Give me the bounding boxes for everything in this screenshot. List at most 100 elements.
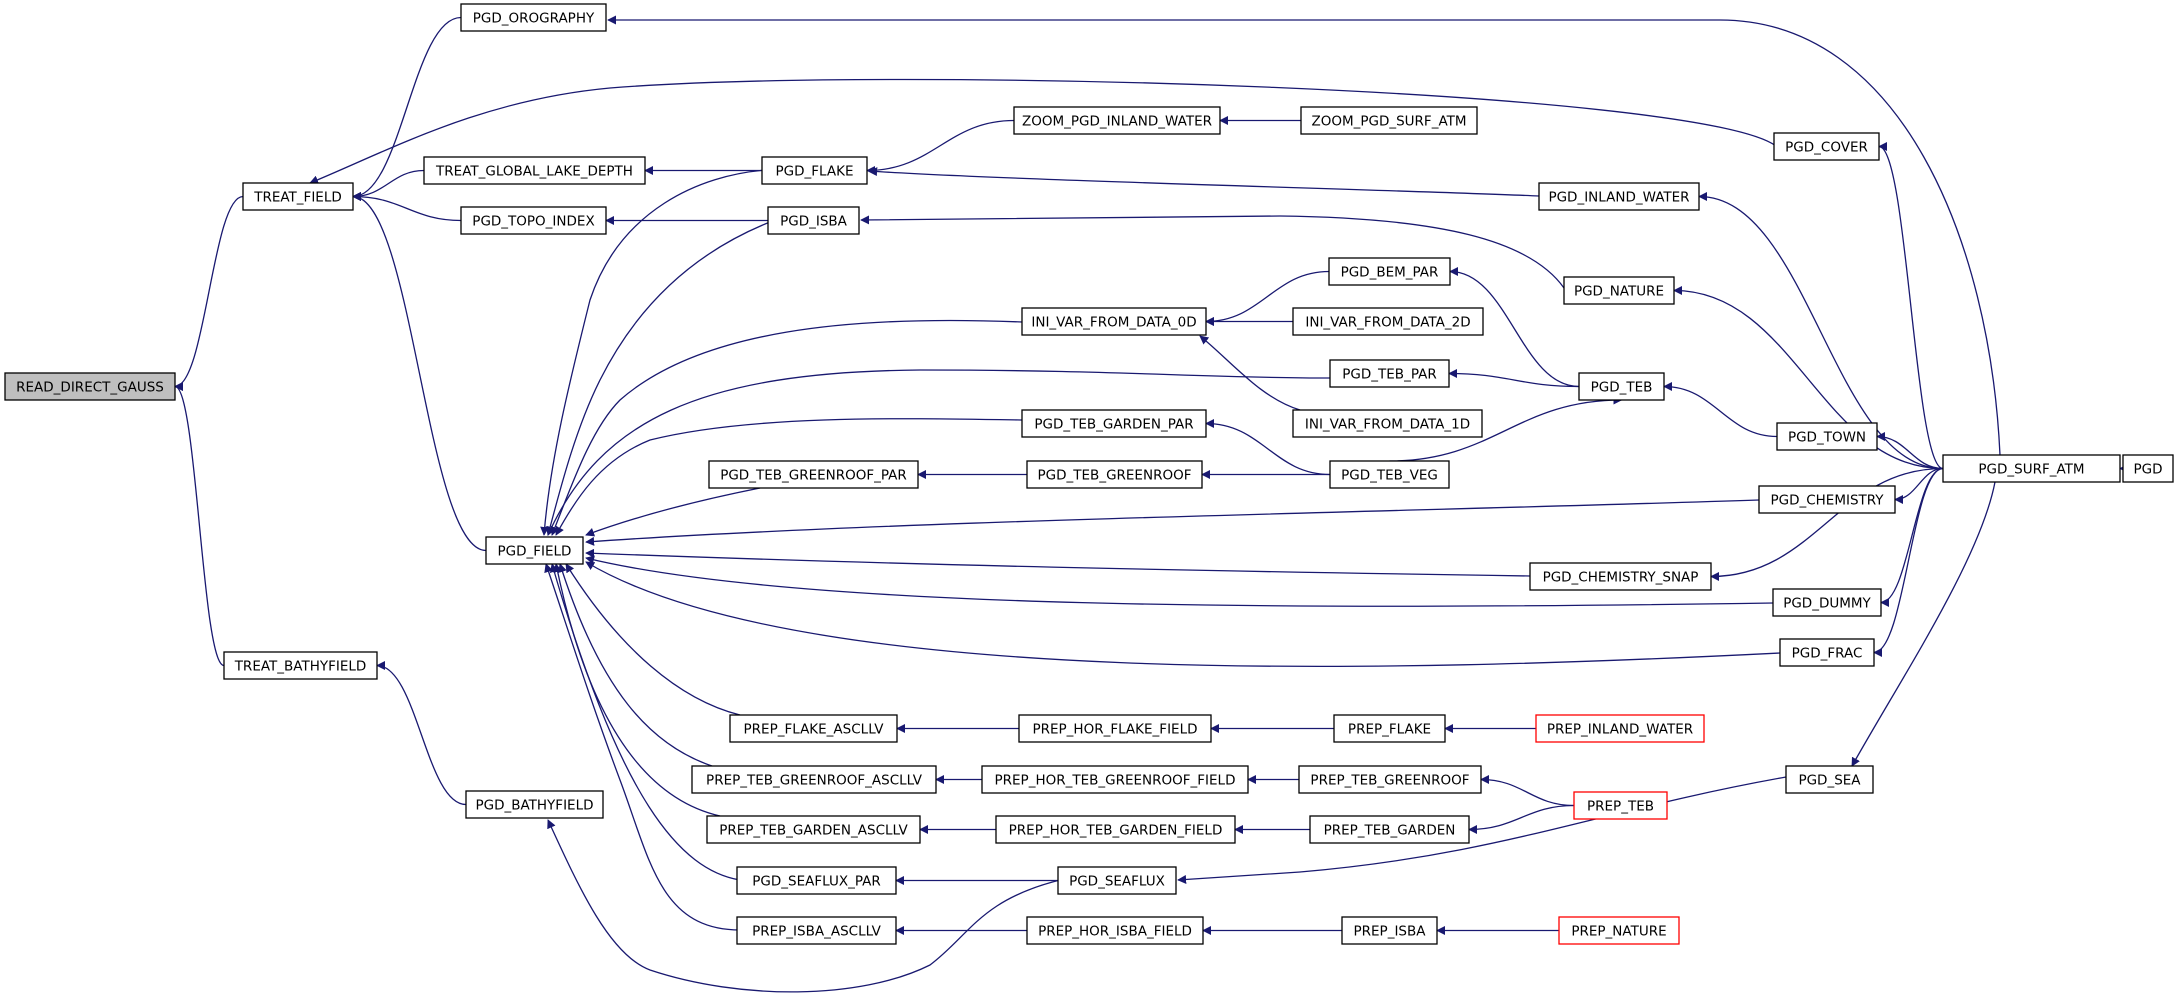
- node-box[interactable]: [1529, 562, 1712, 591]
- node-pgd-flake[interactable]: PGD_FLAKE: [761, 156, 868, 185]
- node-pgd-cover[interactable]: PGD_COVER: [1773, 132, 1880, 161]
- node-prep-flake-ascllv[interactable]: PREP_FLAKE_ASCLLV: [729, 714, 898, 743]
- node-pgd-isba[interactable]: PGD_ISBA: [767, 206, 860, 235]
- node-pgd-topo-index[interactable]: PGD_TOPO_INDEX: [460, 206, 607, 235]
- node-box[interactable]: [4, 372, 176, 401]
- node-box[interactable]: [1329, 359, 1450, 388]
- node-pgd-sea[interactable]: PGD_SEA: [1785, 765, 1874, 794]
- node-pgd-chemistry[interactable]: PGD_CHEMISTRY: [1758, 485, 1896, 514]
- node-box[interactable]: [1298, 765, 1482, 794]
- node-prep-teb-garden-ascllv[interactable]: PREP_TEB_GARDEN_ASCLLV: [706, 815, 921, 844]
- node-box[interactable]: [706, 815, 921, 844]
- node-box[interactable]: [1013, 106, 1221, 135]
- node-pgd-teb-veg[interactable]: PGD_TEB_VEG: [1329, 460, 1450, 489]
- node-pgd-bem-par[interactable]: PGD_BEM_PAR: [1328, 257, 1451, 286]
- node-pgd-teb-par[interactable]: PGD_TEB_PAR: [1329, 359, 1450, 388]
- node-box[interactable]: [708, 460, 919, 489]
- node-pgd-surf-atm[interactable]: PGD_SURF_ATM: [1942, 454, 2121, 483]
- node-pgd-frac[interactable]: PGD_FRAC: [1779, 638, 1875, 667]
- node-pgd-teb-greenroof-par[interactable]: PGD_TEB_GREENROOF_PAR: [708, 460, 919, 489]
- node-box[interactable]: [1773, 132, 1880, 161]
- node-box[interactable]: [1776, 422, 1878, 451]
- node-box[interactable]: [1328, 257, 1451, 286]
- node-pgd-field[interactable]: PGD_FIELD: [485, 536, 584, 565]
- node-pgd-teb[interactable]: PGD_TEB: [1578, 372, 1665, 401]
- node-box[interactable]: [1309, 815, 1470, 844]
- node-ini-var-from-data-1d[interactable]: INI_VAR_FROM_DATA_1D: [1292, 409, 1483, 438]
- node-box[interactable]: [1942, 454, 2121, 483]
- node-prep-teb-garden[interactable]: PREP_TEB_GARDEN: [1309, 815, 1470, 844]
- node-box[interactable]: [1018, 714, 1212, 743]
- node-box[interactable]: [1785, 765, 1874, 794]
- node-box[interactable]: [1021, 307, 1207, 336]
- node-pgd-seaflux-par[interactable]: PGD_SEAFLUX_PAR: [736, 866, 897, 895]
- node-box[interactable]: [1341, 916, 1438, 945]
- node-prep-teb-greenroof-ascllv[interactable]: PREP_TEB_GREENROOF_ASCLLV: [691, 765, 937, 794]
- node-box[interactable]: [1300, 106, 1478, 135]
- node-pgd-teb-garden-par[interactable]: PGD_TEB_GARDEN_PAR: [1021, 409, 1207, 438]
- node-pgd-nature[interactable]: PGD_NATURE: [1563, 276, 1675, 305]
- node-box[interactable]: [460, 3, 607, 32]
- node-box[interactable]: [1535, 714, 1705, 743]
- node-box[interactable]: [223, 651, 378, 680]
- node-ini-var-from-data-0d[interactable]: INI_VAR_FROM_DATA_0D: [1021, 307, 1207, 336]
- node-ini-var-from-data-2d[interactable]: INI_VAR_FROM_DATA_2D: [1292, 307, 1484, 336]
- node-box[interactable]: [691, 765, 937, 794]
- node-pgd-teb-greenroof[interactable]: PGD_TEB_GREENROOF: [1026, 460, 1203, 489]
- node-box[interactable]: [1538, 182, 1700, 211]
- node-prep-flake[interactable]: PREP_FLAKE: [1333, 714, 1446, 743]
- node-treat-global-lake-depth[interactable]: TREAT_GLOBAL_LAKE_DEPTH: [423, 156, 646, 185]
- node-box[interactable]: [1026, 916, 1204, 945]
- node-box[interactable]: [423, 156, 646, 185]
- node-box[interactable]: [995, 815, 1236, 844]
- node-box[interactable]: [2122, 454, 2174, 483]
- node-prep-hor-isba-field[interactable]: PREP_HOR_ISBA_FIELD: [1026, 916, 1204, 945]
- node-treat-field[interactable]: TREAT_FIELD: [242, 182, 354, 211]
- node-pgd[interactable]: PGD: [2122, 454, 2174, 483]
- node-prep-teb-greenroof[interactable]: PREP_TEB_GREENROOF: [1298, 765, 1482, 794]
- node-pgd-town[interactable]: PGD_TOWN: [1776, 422, 1878, 451]
- node-box[interactable]: [1758, 485, 1896, 514]
- node-box[interactable]: [1563, 276, 1675, 305]
- node-box[interactable]: [1573, 791, 1668, 820]
- node-prep-nature[interactable]: PREP_NATURE: [1558, 916, 1680, 945]
- node-box[interactable]: [729, 714, 898, 743]
- node-pgd-orography[interactable]: PGD_OROGRAPHY: [460, 3, 607, 32]
- node-prep-isba[interactable]: PREP_ISBA: [1341, 916, 1438, 945]
- node-box[interactable]: [485, 536, 584, 565]
- node-zoom-pgd-surf-atm[interactable]: ZOOM_PGD_SURF_ATM: [1300, 106, 1478, 135]
- node-box[interactable]: [1026, 460, 1203, 489]
- node-box[interactable]: [1329, 460, 1450, 489]
- node-box[interactable]: [1578, 372, 1665, 401]
- node-zoom-pgd-inland-water[interactable]: ZOOM_PGD_INLAND_WATER: [1013, 106, 1221, 135]
- node-box[interactable]: [1057, 866, 1177, 895]
- node-pgd-seaflux[interactable]: PGD_SEAFLUX: [1057, 866, 1177, 895]
- node-box[interactable]: [736, 916, 897, 945]
- node-box[interactable]: [761, 156, 868, 185]
- node-prep-hor-teb-garden-field[interactable]: PREP_HOR_TEB_GARDEN_FIELD: [995, 815, 1236, 844]
- node-pgd-bathyfield[interactable]: PGD_BATHYFIELD: [465, 790, 604, 819]
- node-box[interactable]: [767, 206, 860, 235]
- node-prep-hor-flake-field[interactable]: PREP_HOR_FLAKE_FIELD: [1018, 714, 1212, 743]
- node-box[interactable]: [242, 182, 354, 211]
- node-prep-teb[interactable]: PREP_TEB: [1573, 791, 1668, 820]
- node-box[interactable]: [1558, 916, 1680, 945]
- node-prep-inland-water[interactable]: PREP_INLAND_WATER: [1535, 714, 1705, 743]
- node-box[interactable]: [1772, 588, 1882, 617]
- node-treat-bathyfield[interactable]: TREAT_BATHYFIELD: [223, 651, 378, 680]
- node-box[interactable]: [1292, 307, 1484, 336]
- node-box[interactable]: [1021, 409, 1207, 438]
- node-box[interactable]: [460, 206, 607, 235]
- node-box[interactable]: [1333, 714, 1446, 743]
- node-pgd-inland-water[interactable]: PGD_INLAND_WATER: [1538, 182, 1700, 211]
- node-box[interactable]: [1779, 638, 1875, 667]
- node-pgd-chemistry-snap[interactable]: PGD_CHEMISTRY_SNAP: [1529, 562, 1712, 591]
- node-box[interactable]: [1292, 409, 1483, 438]
- node-pgd-dummy[interactable]: PGD_DUMMY: [1772, 588, 1882, 617]
- node-box[interactable]: [981, 765, 1249, 794]
- node-box[interactable]: [465, 790, 604, 819]
- node-box[interactable]: [736, 866, 897, 895]
- node-prep-hor-teb-greenroof-field[interactable]: PREP_HOR_TEB_GREENROOF_FIELD: [981, 765, 1249, 794]
- node-prep-isba-ascllv[interactable]: PREP_ISBA_ASCLLV: [736, 916, 897, 945]
- node-read-direct-gauss[interactable]: READ_DIRECT_GAUSS: [4, 372, 176, 401]
